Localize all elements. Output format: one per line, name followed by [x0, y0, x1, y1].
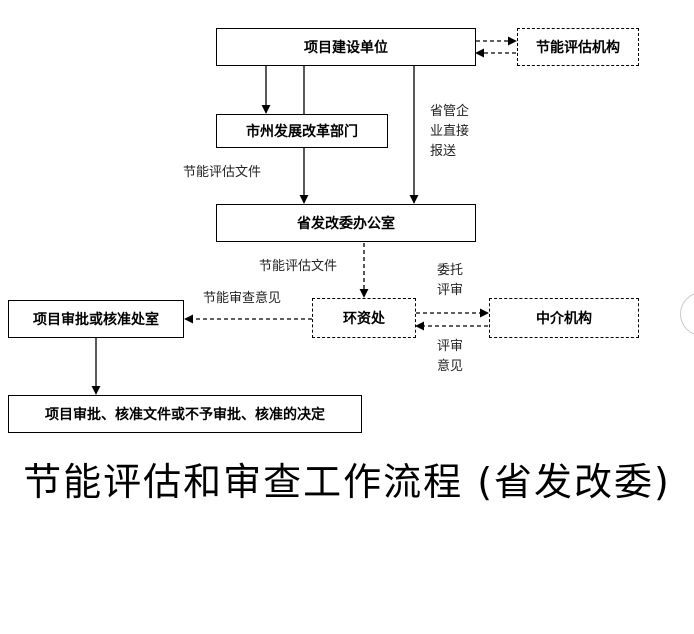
label-review-opinion: 节能审查意见: [203, 291, 282, 306]
node-provincial-drc-office: 省发改委办公室: [216, 204, 476, 242]
label-direct-report-line-3: 报送: [430, 144, 457, 159]
diagram-title: 节能评估和审查工作流程 (省发改委): [23, 460, 671, 504]
label-direct-report: 省管企 业直接 报送: [430, 102, 469, 162]
node-intermediary-agency: 中介机构: [489, 298, 639, 338]
label-review-opinion-back-line-2: 意见: [437, 359, 464, 374]
label-entrust-review: 委托 评审: [437, 261, 463, 301]
node-city-drc: 市州发展改革部门: [216, 114, 388, 148]
label-direct-report-line-2: 业直接: [430, 124, 470, 139]
label-review-opinion-back: 评审 意见: [437, 337, 463, 377]
label-entrust-review-line-1: 委托: [437, 263, 464, 278]
label-review-opinion-back-line-1: 评审: [437, 339, 464, 354]
label-direct-report-line-1: 省管企: [430, 104, 470, 119]
label-energy-doc-city: 节能评估文件: [183, 165, 262, 180]
node-decision: 项目审批、核准文件或不予审批、核准的决定: [8, 395, 362, 433]
label-entrust-review-line-2: 评审: [437, 283, 464, 298]
node-environment-office: 环资处: [312, 298, 416, 338]
node-approval-office: 项目审批或核准处室: [8, 300, 184, 338]
label-energy-doc-office: 节能评估文件: [259, 259, 338, 274]
node-energy-assessment-agency: 节能评估机构: [517, 28, 639, 66]
node-project-unit: 项目建设单位: [216, 28, 476, 66]
